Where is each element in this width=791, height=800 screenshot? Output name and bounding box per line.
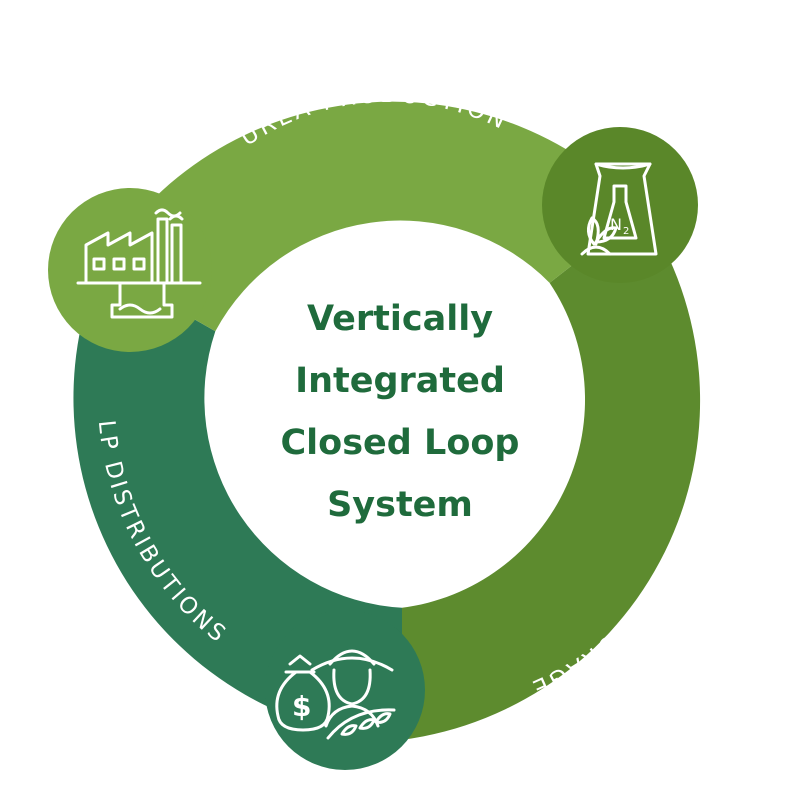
- center-title-line-2: Integrated: [295, 361, 505, 401]
- fertilizer-bag-icon: N 2: [580, 162, 658, 256]
- center-title: Vertically Integrated Closed Loop System: [245, 288, 555, 536]
- svg-text:$: $: [292, 690, 311, 723]
- svg-text:2: 2: [623, 226, 629, 237]
- factory-icon: [76, 208, 202, 319]
- center-title-line-3: Closed Loop: [280, 423, 520, 463]
- farmer-money-icon: $: [275, 649, 396, 740]
- ring-segment-farmer: [402, 210, 701, 740]
- node-circle-factory: [48, 188, 212, 352]
- ring-segment-urea: [100, 101, 643, 332]
- center-title-line-4: System: [327, 485, 473, 525]
- svg-text:N: N: [610, 215, 622, 234]
- center-title-line-1: Vertically: [306, 299, 494, 339]
- node-circle-farmer: [265, 610, 425, 770]
- node-circle-bag: [542, 127, 698, 283]
